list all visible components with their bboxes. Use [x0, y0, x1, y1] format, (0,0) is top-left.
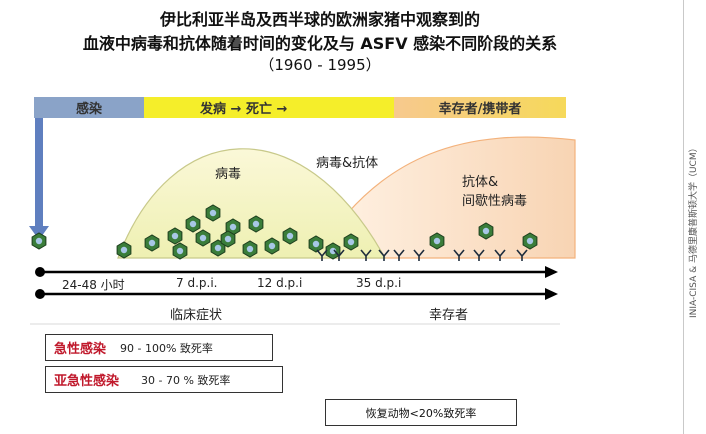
virus-particle-icon — [185, 215, 201, 233]
virus-particle-icon — [325, 242, 341, 260]
virus-particle-icon — [282, 227, 298, 245]
legend-subacute-name: 亚急性感染 — [54, 374, 120, 389]
title-line-1: 伊比利亚半岛及西半球的欧洲家猪中观察到的 — [159, 10, 480, 29]
phase-infection: 感染 — [34, 97, 144, 118]
tick-35dpi: 35 d.p.i — [356, 276, 402, 290]
label-antibody-line2: 间歇性病毒 — [462, 194, 528, 209]
label-virus: 病毒 — [215, 167, 242, 182]
timeline-start-dot-1 — [35, 267, 45, 277]
tick-12dpi: 12 d.p.i — [257, 276, 303, 290]
title-line-3: （1960 - 1995） — [259, 56, 381, 74]
antibody-icon — [453, 249, 465, 261]
antibody-icon — [516, 249, 528, 261]
virus-particle-icon — [167, 227, 183, 245]
virus-particle-icon — [522, 232, 538, 250]
tick-24-48h: 24-48 小时 — [62, 278, 125, 292]
virus-particle-icon — [205, 204, 221, 222]
infection-arrow-shaft — [35, 118, 43, 230]
legend-acute-name: 急性感染 — [54, 342, 107, 357]
phase-survivor-label: 幸存者/携带者 — [438, 102, 522, 117]
virus-particle-icon — [31, 232, 47, 250]
legend-acute-rate: 90 - 100% 致死率 — [120, 341, 213, 355]
virus-particle-icon — [429, 232, 445, 250]
virus-particle-icon — [144, 234, 160, 252]
antibody-icon — [393, 249, 405, 261]
virus-particle-icon — [195, 229, 211, 247]
antibody-icon — [316, 249, 328, 261]
legend-recovery: 恢复动物<20%致死率 — [325, 399, 517, 426]
virus-particle-icon — [478, 222, 494, 240]
virus-particle-icon — [220, 230, 236, 248]
legend-subacute: 亚急性感染 30 - 70 % 致死率 — [45, 366, 283, 393]
phase-infection-label: 感染 — [75, 102, 102, 117]
legend-recovery-text: 恢复动物<20%致死率 — [365, 406, 477, 420]
antibody-icon — [360, 249, 372, 261]
antibody-markers — [316, 249, 528, 261]
virus-particle-icon — [264, 237, 280, 255]
virus-particle-icon — [210, 239, 226, 257]
virus-particle-icon — [343, 233, 359, 251]
side-credit-strip — [683, 0, 706, 434]
timeline-arrow-2 — [545, 288, 558, 300]
virus-particle-icon — [248, 215, 264, 233]
tick-7dpi: 7 d.p.i. — [176, 276, 218, 290]
timeline-arrow-1 — [545, 266, 558, 278]
virus-particle-icon — [308, 235, 324, 253]
antibody-icon — [413, 249, 425, 261]
antibody-icon — [333, 249, 345, 261]
side-credit-text: INIA-CISA & 马德里康普斯顿大学（UCM） — [689, 143, 699, 318]
label-clinical-signs: 临床症状 — [170, 308, 223, 323]
timeline-start-dot-2 — [35, 289, 45, 299]
antibody-icon — [473, 249, 485, 261]
antibody-icon — [494, 249, 506, 261]
title-line-2: 血液中病毒和抗体随着时间的变化及与 ASFV 感染不同阶段的关系 — [82, 34, 558, 53]
antibody-icon — [378, 249, 390, 261]
label-survivor: 幸存者 — [429, 308, 469, 323]
label-antibody-line1: 抗体& — [462, 175, 499, 190]
virus-curve — [117, 148, 387, 259]
virus-particles — [31, 204, 538, 260]
label-virus-antibody: 病毒&抗体 — [316, 156, 379, 171]
virus-particle-icon — [225, 218, 241, 236]
virus-particle-icon — [172, 242, 188, 260]
legend-acute: 急性感染 90 - 100% 致死率 — [45, 334, 273, 361]
legend-subacute-rate: 30 - 70 % 致死率 — [141, 373, 231, 387]
virus-particle-icon — [242, 240, 258, 258]
virus-particle-icon — [116, 241, 132, 259]
phase-survivor-carrier: 幸存者/携带者 — [394, 97, 566, 118]
phase-sick-death: 发病 → 死亡 → — [144, 97, 394, 118]
phase-sick-death-label: 发病 → 死亡 → — [200, 102, 288, 117]
